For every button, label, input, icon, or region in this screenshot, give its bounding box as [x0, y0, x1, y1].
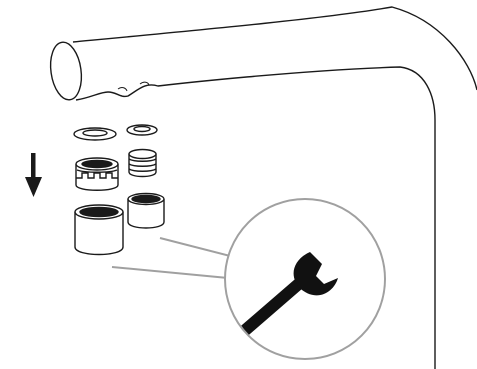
spout-top-edge [73, 7, 477, 90]
washer-small [127, 125, 157, 135]
leader-line-upper [160, 238, 238, 258]
aerator-housing-large [75, 205, 123, 255]
down-arrow-icon [25, 153, 42, 197]
detail-circle [225, 199, 385, 359]
aerator-insert-ribbed [129, 150, 156, 177]
aerator-housing-small [128, 194, 164, 229]
leader-lines [112, 238, 238, 278]
leader-line-lower [112, 267, 228, 278]
aerator-insert-threaded [76, 158, 118, 190]
spout-opening [47, 40, 85, 102]
washer-large [74, 128, 116, 140]
